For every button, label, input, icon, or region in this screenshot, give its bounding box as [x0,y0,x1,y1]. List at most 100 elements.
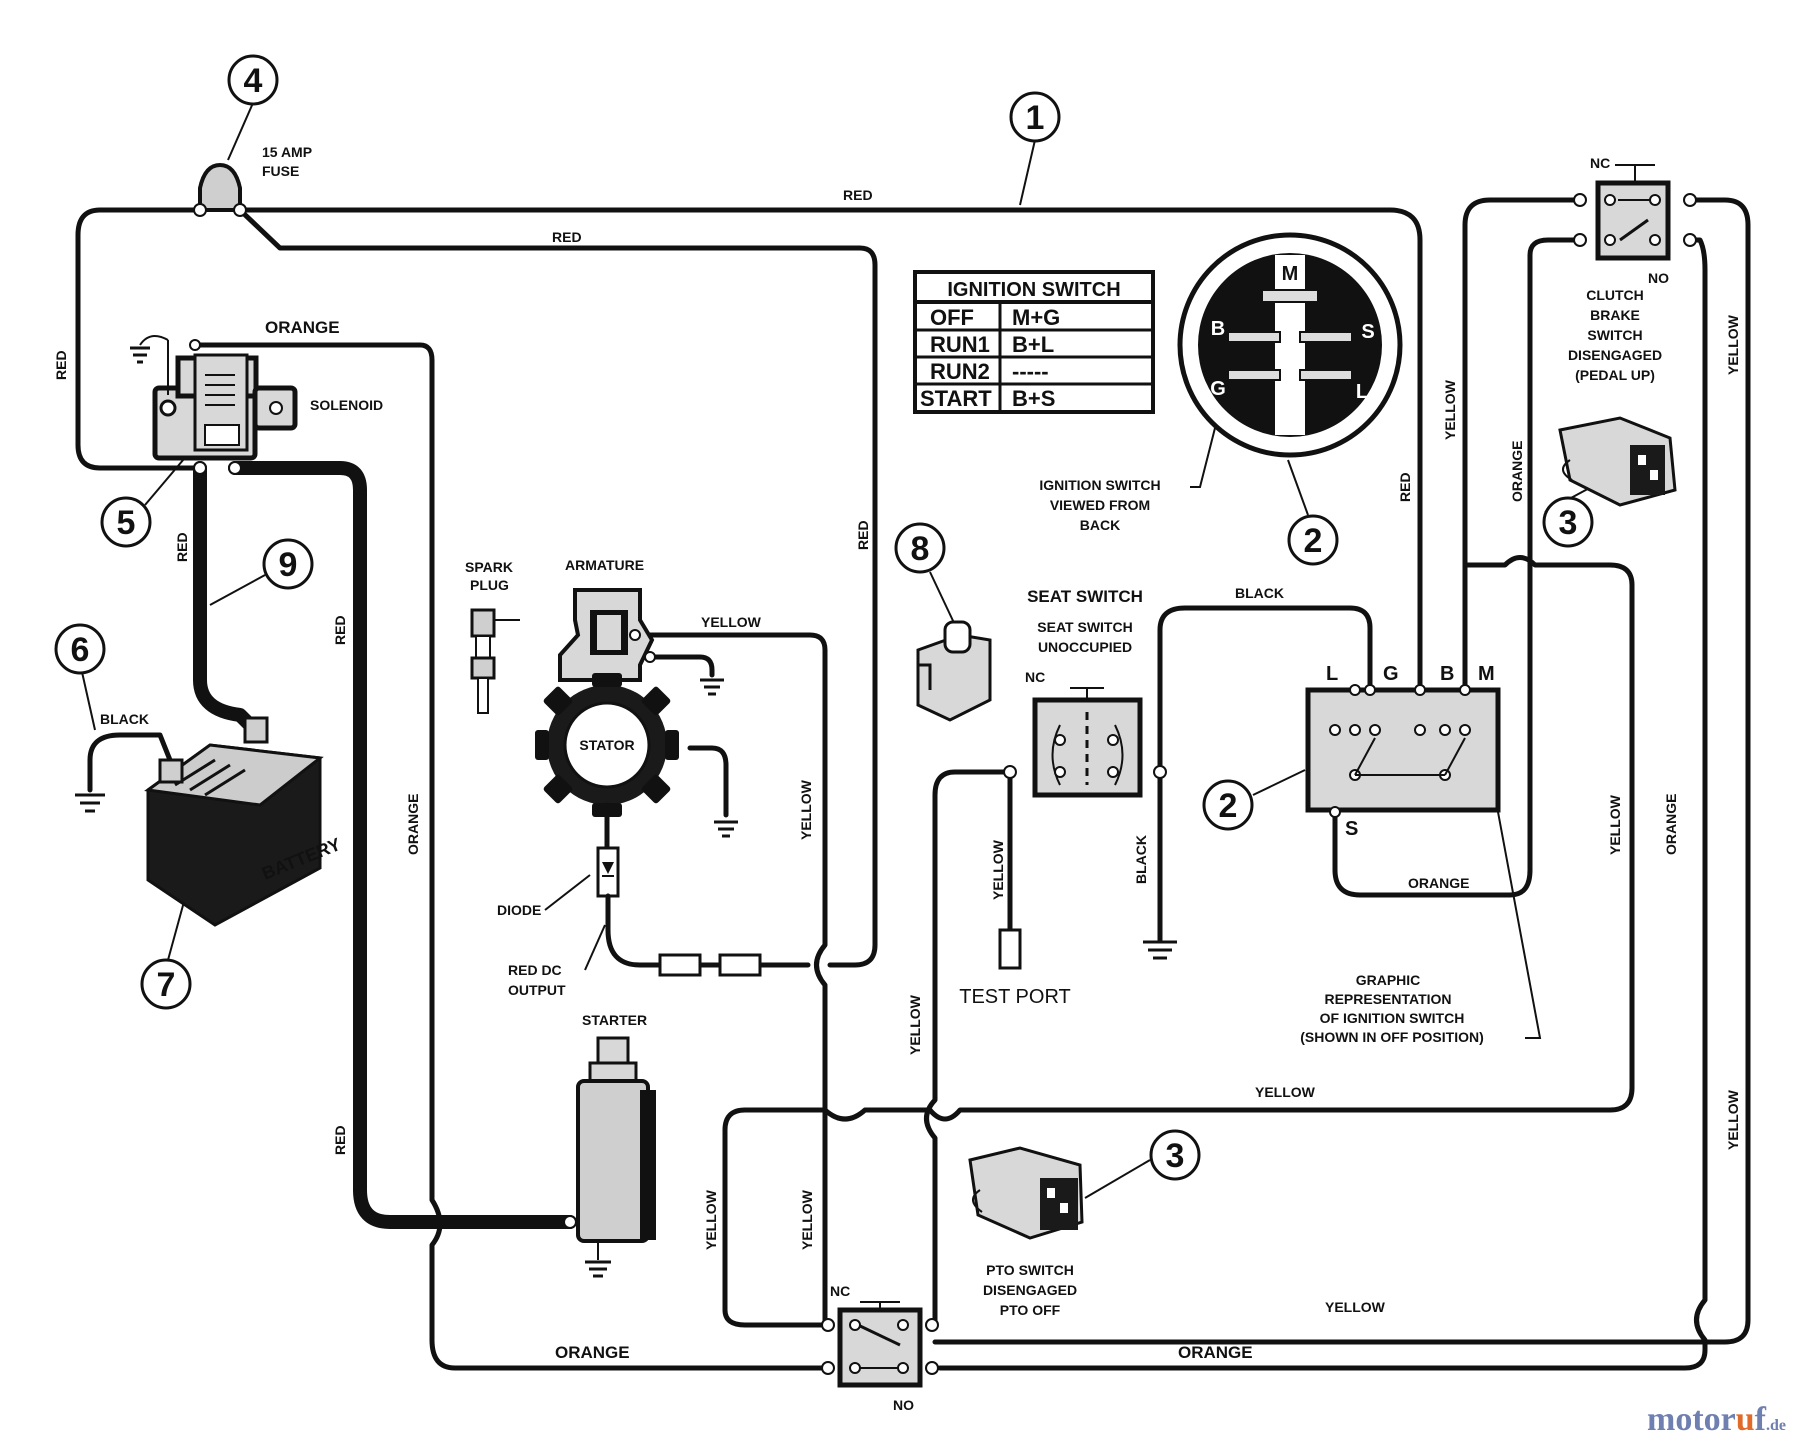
starter-label: STARTER [582,1012,647,1028]
clutch-label-5: (PEDAL UP) [1575,367,1655,383]
wire-black-seat-to-L [1157,605,1373,775]
wire-black-battery-ground [87,732,173,793]
fuse-amp-label: 15 AMP [262,144,312,160]
wire-label-orange-bottom-right: ORANGE [1178,1343,1253,1362]
wire-label-red-cable: RED [332,615,348,645]
callout-3-pto: 3 [1084,1129,1201,1199]
ignition-face-M: M [1282,263,1299,285]
wire-stator-ground [687,745,729,818]
pto-label-1: PTO SWITCH [986,1262,1074,1278]
callout-3-clutch-label: 3 [1559,504,1578,542]
callout-1: 1 [1009,91,1061,206]
callout-3-pto-label: 3 [1166,1137,1185,1175]
ignition-face-L: L [1356,381,1368,403]
wire-label-orange-vertical: ORANGE [405,794,421,855]
wire-label-yellow-armature: YELLOW [701,614,762,630]
wire-label-red-left: RED [53,350,69,380]
seat-switch-ground-icon [1143,940,1177,960]
ignition-coil-assembly: SPARK PLUG ARMATURE [465,557,762,998]
wire-label-yellow-right-mid: YELLOW [1607,794,1623,855]
graphic-label-2: REPRESENTATION [1324,991,1451,1007]
red-dc-label-1: RED DC [508,962,562,978]
watermark-tail: f [1754,1401,1766,1438]
solenoid: SOLENOID [130,335,383,475]
battery-ground-icon [75,793,105,813]
callout-1-label: 1 [1026,99,1045,137]
ignition-table-title: IGNITION SWITCH [947,279,1120,301]
wire-label-orange-ignition: ORANGE [1509,441,1525,502]
wire-label-red-mid: RED [855,520,871,550]
seat-switch-label-2: UNOCCUPIED [1038,639,1132,655]
wire-yellow-seat-left [924,769,1013,1328]
clutch-label-3: SWITCH [1587,327,1642,343]
clutch-label-2: BRAKE [1590,307,1640,323]
pto-contact-nc: NC [830,1283,850,1299]
watermark-tld: .de [1766,1417,1786,1434]
diode-icon [596,846,620,898]
connector-plug-8 [916,620,992,722]
spark-plug-icon [470,608,520,714]
wire-label-orange-bottom-left: ORANGE [555,1343,630,1362]
ignition-table-start-value: B+S [1012,386,1055,411]
callout-3-clutch: 3 [1542,477,1609,548]
wire-label-orange-right: ORANGE [1663,794,1679,855]
wire-label-red-starter: RED [332,1125,348,1155]
armature-label: ARMATURE [565,557,644,573]
ignition-block-B: B [1440,663,1454,685]
clutch-switch-no: NO [1648,270,1669,286]
ignition-table-start: START [920,386,992,411]
wire-red-battery-cable [193,461,257,732]
wire-yellow-long-loop [722,555,1635,1328]
wire-label-orange-top: ORANGE [265,318,340,337]
callout-2-top-label: 2 [1304,522,1323,560]
seat-switch-label-1: SEAT SWITCH [1037,619,1132,635]
wire-label-black-top: BLACK [1235,585,1284,601]
solenoid-label: SOLENOID [310,397,383,413]
wire-label-yellow-lower: YELLOW [907,994,923,1055]
stator-label: STATOR [579,737,634,753]
battery: BATTERY BLACK [75,711,343,927]
ignition-block-G: G [1383,663,1399,685]
ignition-view-label-2: VIEWED FROM [1050,497,1150,513]
red-dc-label-2: OUTPUT [508,982,566,998]
seat-switch: SEAT SWITCH SEAT SWITCH UNOCCUPIED NC TE… [959,587,1177,1008]
wire-label-yellow-right-bottom: YELLOW [1725,1089,1741,1150]
armature-ground-icon [700,678,724,696]
pto-switch: PTO SWITCH DISENGAGED PTO OFF [968,1146,1084,1318]
watermark-logo: motoruf.de [1647,1401,1786,1439]
ignition-face-B: B [1211,318,1225,340]
spark-plug-label-2: PLUG [470,577,509,593]
ignition-face-G: G [1210,378,1226,400]
pto-contact-switch: NC NO [821,1283,939,1413]
ignition-table-run2: RUN2 [930,359,990,384]
watermark-main: motor [1647,1401,1736,1438]
wire-label-yellow-ignition: YELLOW [1442,379,1458,440]
callout-2-top: 2 [1287,459,1339,566]
seat-switch-title: SEAT SWITCH [1027,587,1143,606]
wire-label-red-battery: RED [174,532,190,562]
callout-9-label: 9 [279,546,298,584]
clutch-label-4: DISENGAGED [1568,347,1662,363]
clutch-brake-switch: NC NO CLUTCH BRAKE SWITCH DISENGAGED (PE… [1558,155,1697,507]
ignition-table-off: OFF [930,305,974,330]
fuse: 15 AMP FUSE [193,144,312,217]
graphic-label-4: (SHOWN IN OFF POSITION) [1300,1029,1484,1045]
wire-label-black-battery: BLACK [100,711,149,727]
callout-2-block-label: 2 [1219,787,1238,825]
pto-label-3: PTO OFF [1000,1302,1061,1318]
ignition-block-M: M [1478,663,1495,685]
stator: STATOR [535,673,679,817]
wire-red-left-loop [75,207,203,471]
clutch-label-1: CLUTCH [1586,287,1644,303]
wire-label-yellow-long: YELLOW [1255,1084,1316,1100]
ignition-view-label-1: IGNITION SWITCH [1039,477,1160,493]
test-port-label: TEST PORT [959,986,1071,1008]
spark-plug-label-1: SPARK [465,559,513,575]
callout-6: 6 [54,623,106,731]
wire-label-red-2: RED [552,229,582,245]
callout-5-label: 5 [117,504,136,542]
wire-label-red-top: RED [843,187,873,203]
wire-label-yellow-bottom: YELLOW [1325,1299,1386,1315]
seat-switch-nc: NC [1025,669,1045,685]
ignition-table-run1: RUN1 [930,332,990,357]
